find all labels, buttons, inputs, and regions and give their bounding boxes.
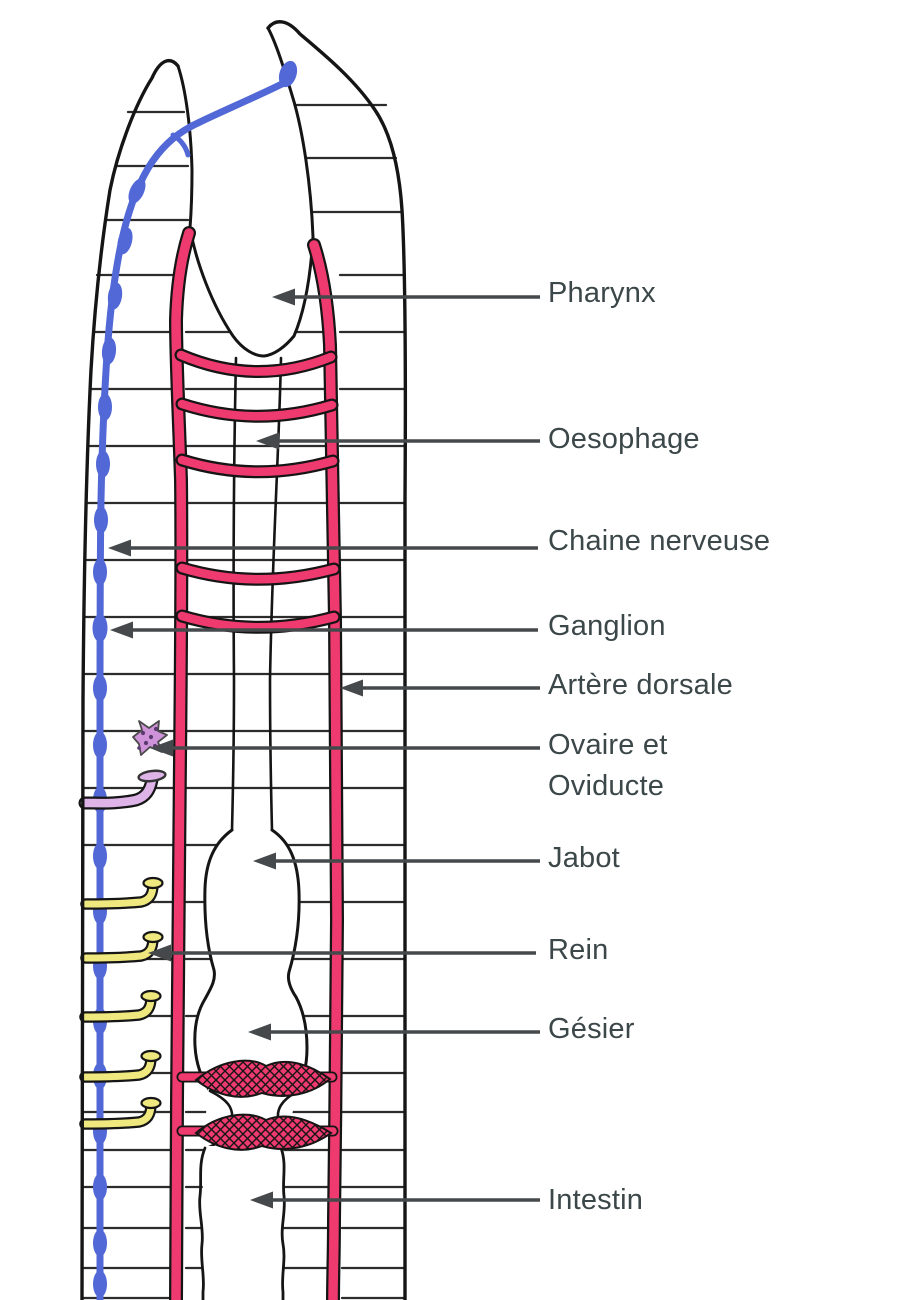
label-gesier: Gésier: [548, 1013, 635, 1045]
arrow-pharynx: [272, 288, 540, 306]
oesophagus-shape: [230, 356, 283, 832]
oviducte-shape: [78, 769, 167, 810]
chaine-nerveuse-shape: [92, 60, 298, 1300]
label-jabot: Jabot: [548, 842, 620, 874]
lateral-vessel-left: [168, 226, 196, 1300]
label-artere-dorsale: Artère dorsale: [548, 669, 733, 701]
pharynx-shape: [176, 26, 315, 358]
artere-dorsale-vessel: [307, 238, 345, 1300]
rein-2: [80, 930, 164, 964]
label-pharynx: Pharynx: [548, 277, 656, 309]
label-rein: Rein: [548, 934, 609, 966]
arrow-oesophage: [256, 432, 540, 450]
transverse-vessels: [174, 348, 341, 634]
body-outline: [80, 20, 408, 1300]
arrow-jabot: [253, 852, 540, 870]
label-ovaire-oviducte: Ovaire et Oviducte: [548, 729, 668, 802]
intestin-shape: [198, 1146, 286, 1300]
arrow-artere-dorsale: [340, 679, 540, 697]
arrow-ovaire-oviducte: [150, 739, 540, 757]
rein-1: [80, 876, 164, 910]
label-intestin: Intestin: [548, 1184, 644, 1216]
label-oesophage: Oesophage: [548, 423, 700, 455]
arrow-chaine-nerveuse: [108, 539, 538, 557]
rein-3: [79, 989, 162, 1023]
rein-5: [79, 1096, 162, 1130]
rein-nephridia: [79, 876, 164, 1130]
arrow-intestin: [250, 1191, 540, 1209]
arrow-ganglion: [110, 621, 538, 639]
annotation-arrows: [108, 288, 540, 1209]
jabot-gesier-shape: [193, 825, 309, 1099]
vessel-plexus: [176, 1059, 339, 1151]
arrow-gesier: [248, 1023, 540, 1041]
rein-4: [79, 1049, 162, 1083]
label-chaine-nerveuse: Chaine nerveuse: [548, 525, 771, 557]
ovary-dots: [137, 726, 159, 750]
cerebral-ganglion: [278, 60, 298, 88]
ganglia: [92, 178, 146, 1298]
arrow-rein: [148, 944, 536, 962]
label-ganglion: Ganglion: [548, 610, 666, 642]
